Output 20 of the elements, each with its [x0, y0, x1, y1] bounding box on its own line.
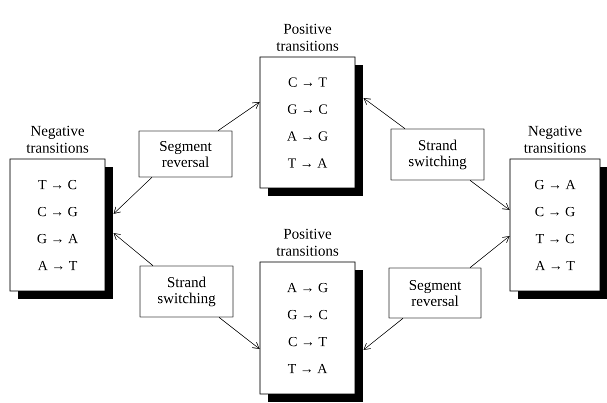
arrow — [113, 233, 154, 266]
transition-box: A → G G → C C → T T → A — [260, 262, 363, 402]
box-heading: Positive transitions — [276, 228, 338, 256]
arrow — [218, 316, 260, 349]
arrow — [113, 176, 152, 214]
transition-box: C → T G → C A → G T → A — [260, 56, 363, 196]
arrow — [363, 98, 406, 130]
transition-box: T → C C → G G → A A → T — [10, 158, 113, 299]
operation-box: Strand switching — [390, 128, 484, 180]
operation-box: Strand switching — [140, 266, 234, 318]
operation-box: Segment reversal — [138, 130, 232, 178]
operation-box: Segment reversal — [388, 268, 482, 318]
box-heading: Positive transitions — [276, 24, 338, 51]
arrow — [470, 180, 510, 210]
arrow — [218, 102, 260, 132]
arrow — [470, 236, 510, 268]
box-heading: Negative transitions — [26, 126, 88, 153]
arrow — [363, 318, 404, 350]
box-heading: Negative transitions — [524, 126, 586, 153]
transition-box: G → A C → G T → C A → T — [510, 158, 607, 299]
